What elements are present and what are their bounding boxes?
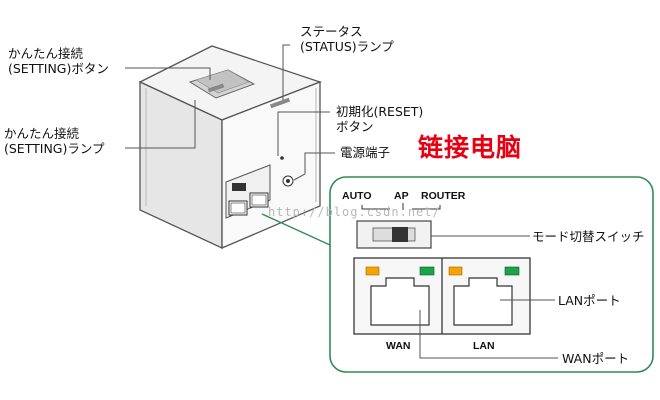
port-name-lan: LAN	[473, 340, 495, 352]
leader-panel-callout	[261, 213, 331, 246]
label-wan-port: WANポート	[562, 351, 630, 366]
switch-mode-ap: AP	[394, 190, 409, 202]
headline: 链接电脑	[418, 133, 523, 162]
port-name-wan: WAN	[386, 340, 411, 352]
wan-port-graphic	[365, 266, 435, 326]
label-setting-lamp-line2: (SETTING)ランプ	[4, 141, 105, 156]
switch-mode-auto: AUTO	[342, 190, 372, 202]
watermark: http://blog.csdn.net/	[268, 205, 441, 219]
rear-panel	[225, 156, 294, 219]
label-reset-button-line1: 初期化(RESET)	[336, 104, 424, 119]
leader-status-lamp	[282, 44, 290, 100]
leader-lines	[125, 44, 335, 246]
setting-button-graphic	[188, 69, 256, 99]
label-lan-port: LANポート	[558, 293, 621, 308]
status-lamp-graphic	[269, 97, 291, 109]
label-reset-button-line2: ボタン	[336, 119, 374, 134]
label-setting-button-line1: かんたん接続	[8, 46, 84, 61]
mode-switch-graphic	[356, 220, 432, 249]
label-setting-lamp: かんたん接続 (SETTING)ランプ	[4, 126, 105, 156]
label-status-lamp-line1: ステータス	[300, 24, 363, 39]
label-setting-button: かんたん接続 (SETTING)ボタン	[8, 46, 109, 76]
switch-mode-router: ROUTER	[421, 190, 466, 202]
label-setting-button-line2: (SETTING)ボタン	[8, 61, 109, 76]
leader-power-port	[293, 152, 335, 181]
lan-port-graphic	[448, 266, 520, 326]
label-status-lamp-line2: (STATUS)ランプ	[300, 39, 394, 54]
label-setting-lamp-line1: かんたん接続	[4, 126, 80, 141]
label-mode-switch: モード切替スイッチ	[532, 229, 645, 244]
leader-wan-port	[419, 310, 558, 359]
label-status-lamp: ステータス (STATUS)ランプ	[300, 24, 394, 54]
label-reset-button: 初期化(RESET) ボタン	[336, 104, 423, 134]
leader-setting-button	[125, 67, 211, 80]
callout-box	[329, 176, 654, 373]
leader-setting-lamp	[125, 100, 196, 149]
label-power-port: 電源端子	[340, 145, 391, 160]
leader-reset-button	[277, 111, 330, 156]
